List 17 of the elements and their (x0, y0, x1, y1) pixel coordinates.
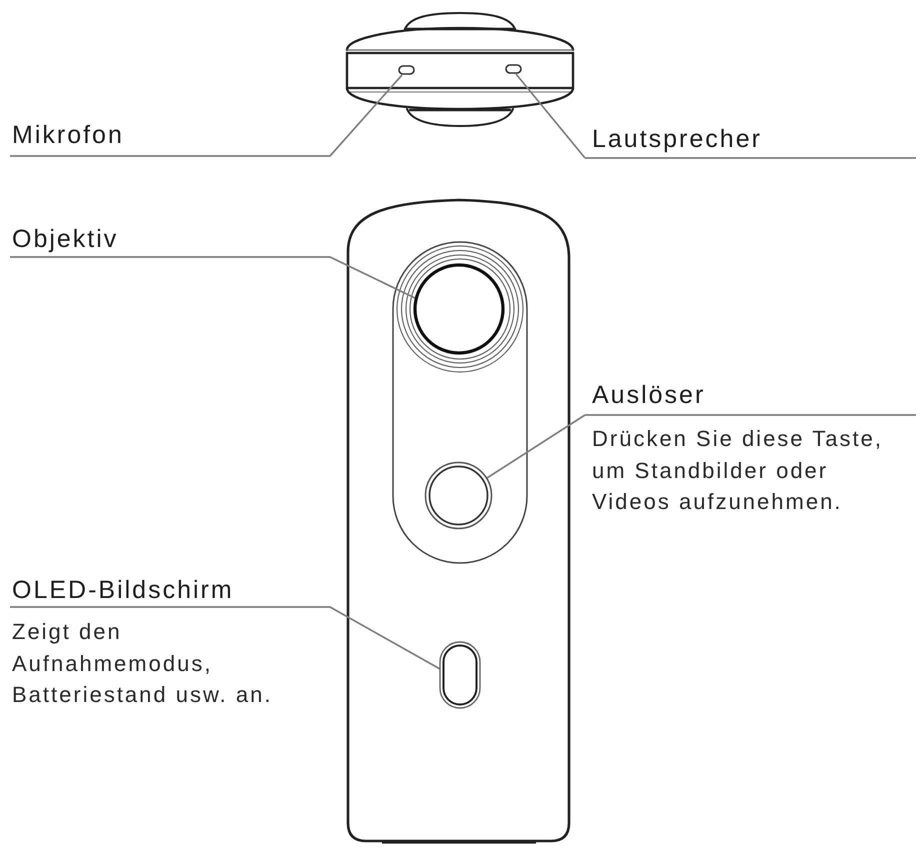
camera-lens (413, 263, 505, 355)
oled-screen (439, 641, 481, 709)
microphone-hole (398, 65, 415, 75)
leader-line (10, 256, 418, 300)
leader-line (486, 414, 917, 479)
part-label: Auslöser (592, 380, 706, 410)
part-description: Drücken Sie diese Taste, um Standbilder oder Videos aufzunehmen. (592, 425, 884, 516)
speaker-hole (505, 64, 522, 74)
shutter-button (424, 461, 493, 530)
leader-line (515, 73, 917, 159)
leader-line (10, 74, 403, 157)
part-label: Objektiv (12, 224, 118, 254)
part-label: Lautsprecher (592, 124, 762, 154)
part-description: Zeigt den Aufnahmemodus, Batteriestand usw. an. (12, 618, 274, 709)
part-label: Mikrofon (12, 120, 124, 150)
part-label: OLED-Bildschirm (12, 575, 234, 605)
leader-line (10, 606, 440, 670)
